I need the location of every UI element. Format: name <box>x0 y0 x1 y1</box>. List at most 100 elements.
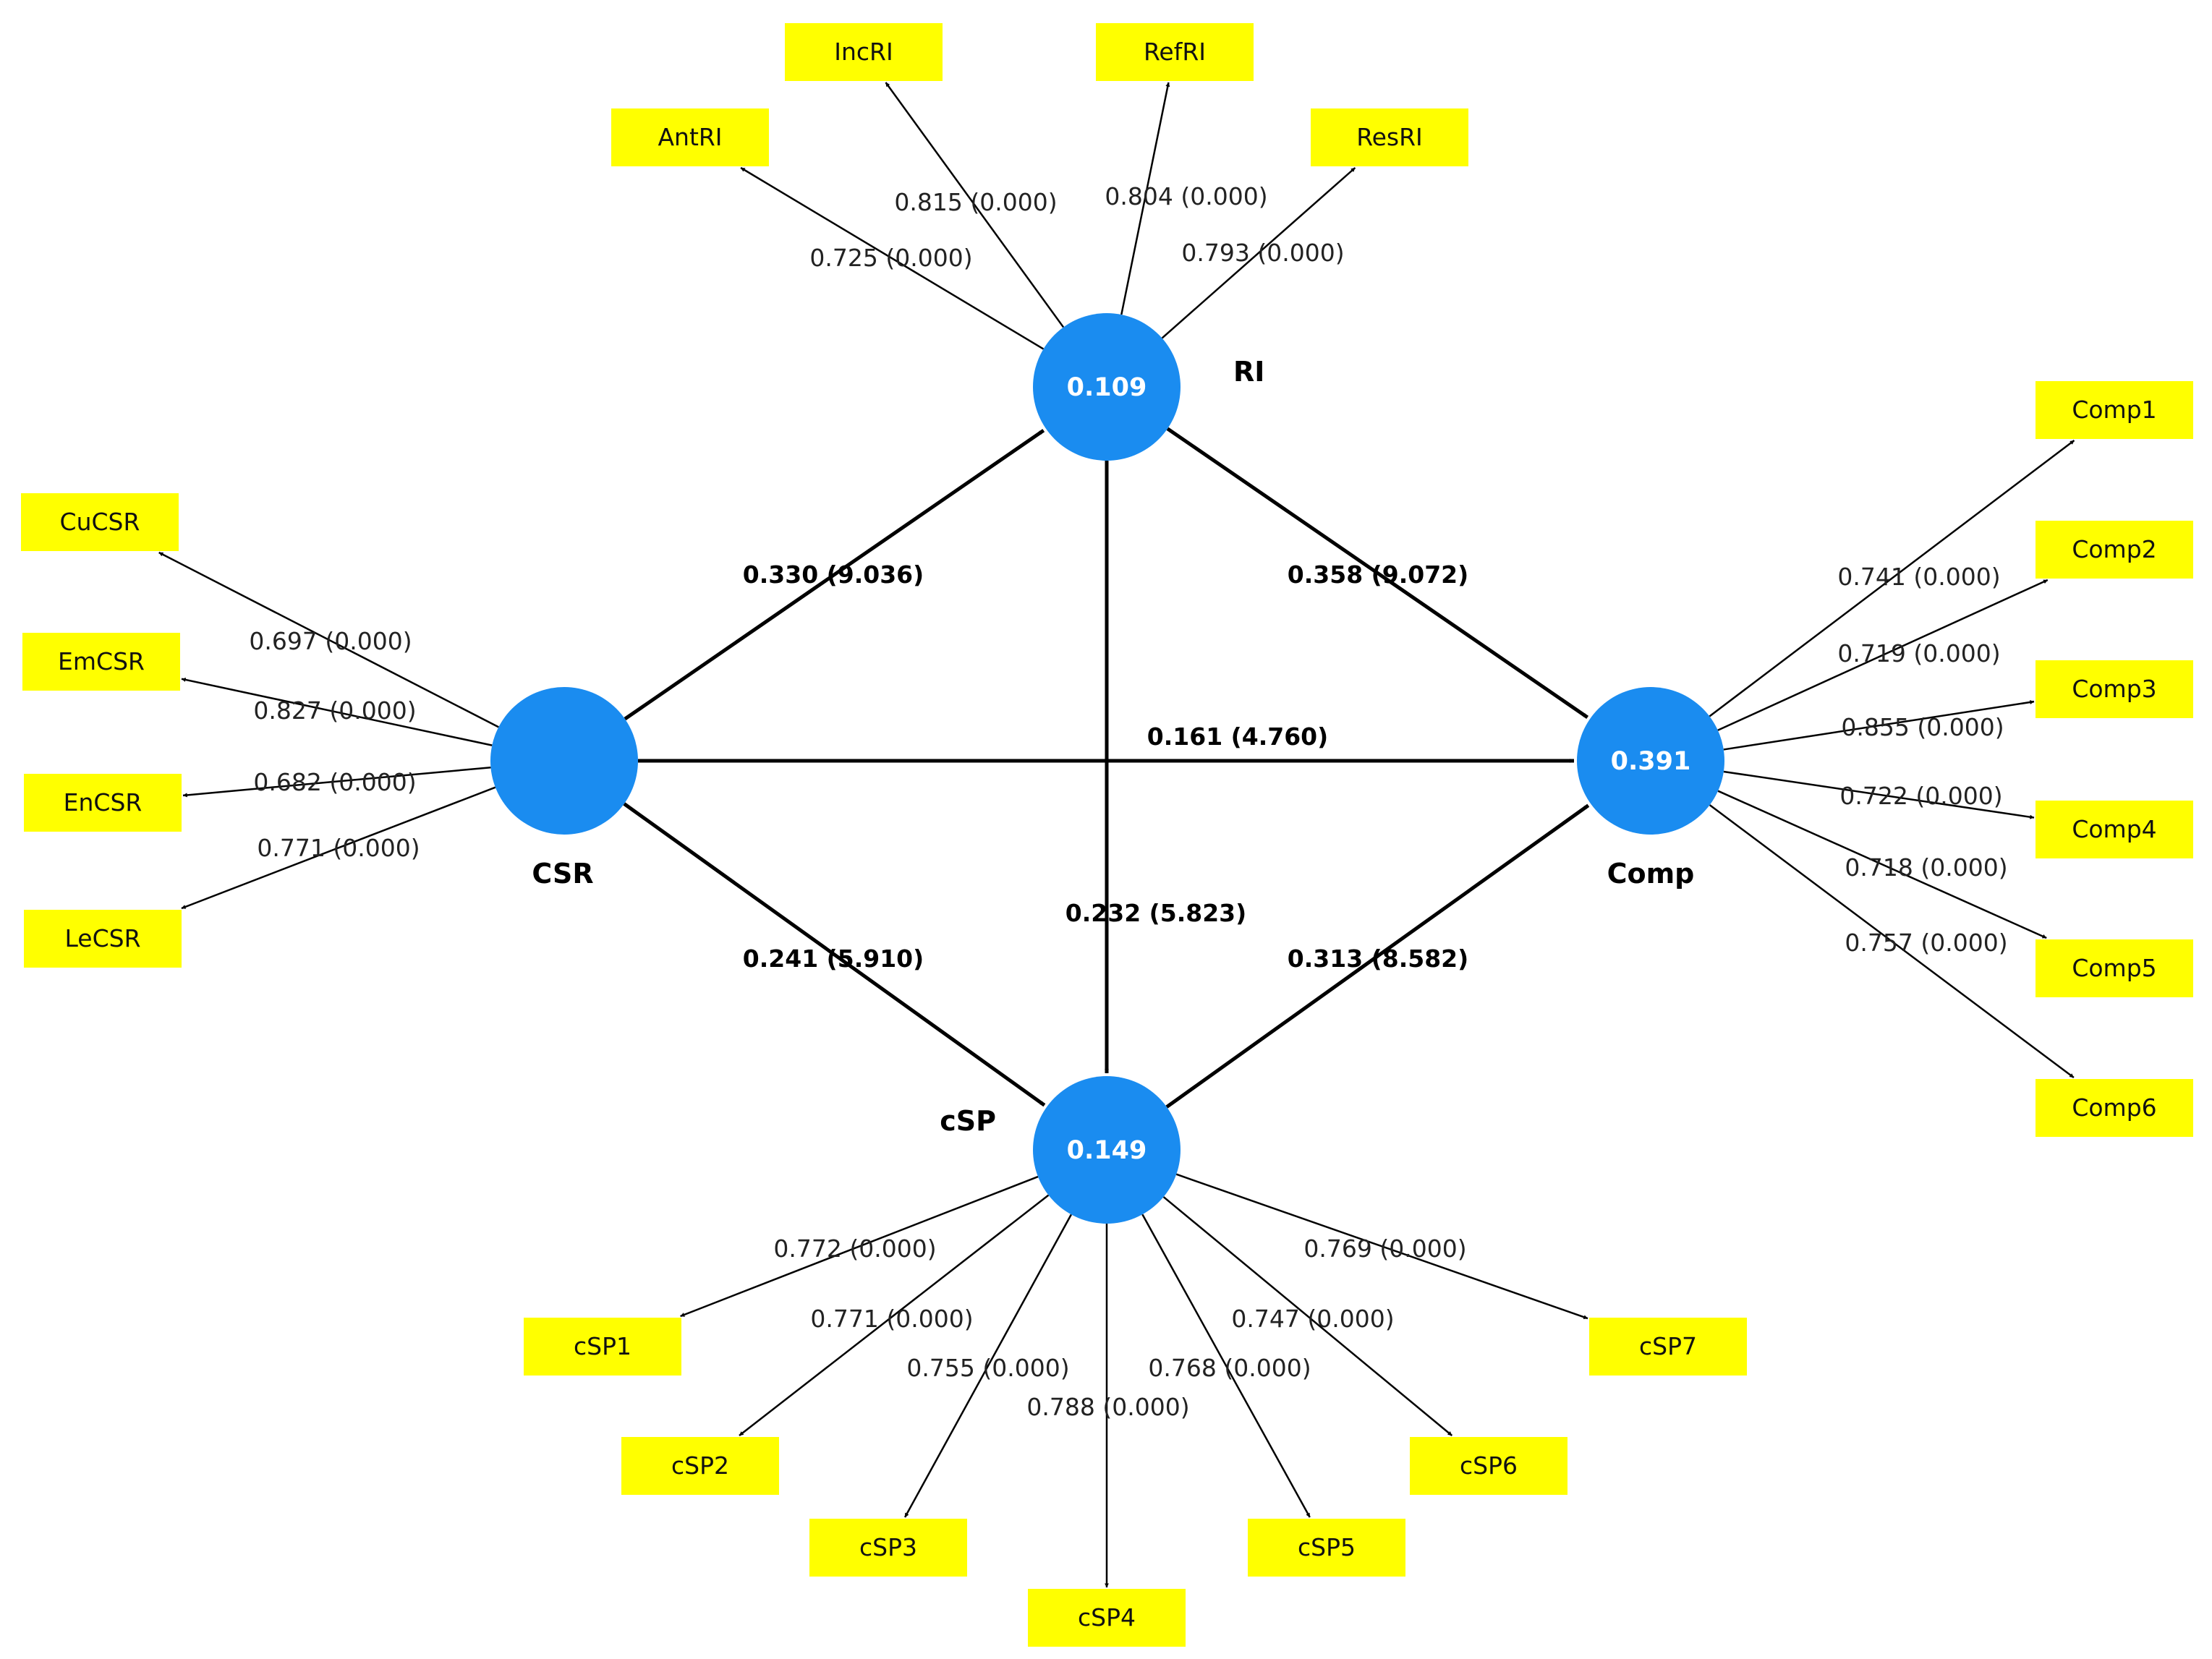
loading-arrow-cucsr <box>158 551 499 728</box>
loading-arrow-comp2 <box>1717 579 2049 731</box>
path-label-csr-csp: 0.241 (5.910) <box>743 944 924 973</box>
loading-arrow-encsr <box>182 766 491 798</box>
latent-r2-ri: 0.109 <box>1067 373 1147 402</box>
latent-node-ri[interactable] <box>1033 313 1181 461</box>
path-arrow-csp-comp <box>1165 803 1590 1109</box>
loading-label-csp3: 0.755 (0.000) <box>906 1354 1069 1382</box>
indicator-box-antri[interactable] <box>611 108 769 166</box>
indicator-label-csp2: cSP2 <box>671 1451 729 1480</box>
latent-node-csr[interactable] <box>490 687 638 835</box>
indicator-label-antri: AntRI <box>658 123 722 151</box>
loading-arrow-incri <box>885 82 1065 328</box>
latent-name-csr: CSR <box>532 858 593 890</box>
latent-r2-comp: 0.391 <box>1611 747 1691 776</box>
latent-node-csp[interactable] <box>1033 1076 1181 1224</box>
indicator-box-incri[interactable] <box>785 23 943 81</box>
loading-arrow-emcsr <box>181 678 493 746</box>
indicator-label-comp4: Comp4 <box>2072 815 2156 843</box>
path-label-ri-csp: 0.232 (5.823) <box>1065 899 1246 927</box>
indicator-box-resri[interactable] <box>1311 108 1468 166</box>
indicator-box-comp2[interactable] <box>2036 521 2193 579</box>
indicator-label-encsr: EnCSR <box>64 788 142 816</box>
loading-label-comp2: 0.719 (0.000) <box>1837 639 2000 668</box>
indicator-label-csp3: cSP3 <box>859 1533 917 1561</box>
loading-arrow-csp1 <box>680 1175 1039 1318</box>
indicator-label-comp5: Comp5 <box>2072 954 2156 982</box>
loading-arrow-lecsr <box>181 786 496 910</box>
indicator-label-cucsr: CuCSR <box>60 508 140 536</box>
latent-name-comp: Comp <box>1607 858 1695 890</box>
loading-arrow-csp7 <box>1175 1173 1588 1320</box>
loading-arrow-comp6 <box>1709 804 2075 1079</box>
indicator-box-csp4[interactable] <box>1028 1589 1186 1647</box>
loading-arrow-comp4 <box>1723 770 2035 819</box>
indicator-box-csp2[interactable] <box>621 1437 779 1495</box>
loading-label-comp6: 0.757 (0.000) <box>1845 929 2007 957</box>
loading-arrow-comp3 <box>1723 700 2035 751</box>
loading-arrow-comp1 <box>1709 440 2075 717</box>
path-arrow-ri-comp <box>1166 427 1589 720</box>
path-label-ri-comp: 0.358 (9.072) <box>1288 560 1468 589</box>
indicator-box-csp7[interactable] <box>1589 1318 1747 1376</box>
indicator-label-comp1: Comp1 <box>2072 396 2156 424</box>
indicator-box-csp5[interactable] <box>1248 1519 1405 1577</box>
loading-label-resri: 0.793 (0.000) <box>1181 239 1344 267</box>
loading-label-encsr: 0.682 (0.000) <box>253 768 416 796</box>
path-label-csp-comp: 0.313 (8.582) <box>1288 944 1468 973</box>
path-arrow-csr-ri <box>624 429 1045 721</box>
loading-arrow-comp5 <box>1717 790 2047 939</box>
loading-arrow-csp3 <box>903 1214 1073 1518</box>
indicator-box-comp6[interactable] <box>2036 1079 2193 1137</box>
loading-label-csp7: 0.769 (0.000) <box>1303 1234 1466 1263</box>
loading-label-emcsr: 0.827 (0.000) <box>253 696 416 725</box>
loading-arrow-csp5 <box>1141 1214 1311 1518</box>
loading-label-lecsr: 0.771 (0.000) <box>257 834 420 862</box>
path-label-csr-ri: 0.330 (9.036) <box>743 560 924 589</box>
loading-label-csp6: 0.747 (0.000) <box>1231 1305 1394 1333</box>
loading-label-csp4: 0.788 (0.000) <box>1026 1393 1189 1421</box>
loading-label-incri: 0.815 (0.000) <box>894 188 1057 216</box>
indicator-label-incri: IncRI <box>834 38 893 66</box>
indicator-label-csp7: cSP7 <box>1639 1332 1697 1360</box>
indicator-label-comp3: Comp3 <box>2072 675 2156 703</box>
indicator-label-csp4: cSP4 <box>1078 1603 1136 1632</box>
indicator-box-csp1[interactable] <box>524 1318 681 1376</box>
loading-label-csp2: 0.771 (0.000) <box>810 1305 973 1333</box>
latent-name-ri: RI <box>1233 356 1264 388</box>
indicator-box-lecsr[interactable] <box>24 910 182 968</box>
loading-label-cucsr: 0.697 (0.000) <box>249 627 412 655</box>
latent-node-comp[interactable] <box>1577 687 1724 835</box>
indicator-label-csp1: cSP1 <box>574 1332 631 1360</box>
loading-label-antri: 0.725 (0.000) <box>809 244 972 272</box>
indicator-box-refri[interactable] <box>1096 23 1254 81</box>
loading-arrow-csp6 <box>1162 1196 1453 1436</box>
loading-label-comp4: 0.722 (0.000) <box>1839 782 2002 810</box>
loading-label-csp5: 0.768 (0.000) <box>1148 1354 1311 1382</box>
indicator-box-comp5[interactable] <box>2036 939 2193 997</box>
loading-label-comp1: 0.741 (0.000) <box>1837 563 2000 591</box>
loading-arrow-csp2 <box>739 1194 1050 1436</box>
indicator-label-resri: ResRI <box>1356 123 1423 151</box>
indicator-box-cucsr[interactable] <box>21 493 179 551</box>
latent-name-csp: cSP <box>940 1105 996 1137</box>
indicator-label-comp6: Comp6 <box>2072 1093 2156 1122</box>
path-label-csr-comp: 0.161 (4.760) <box>1147 722 1328 751</box>
indicator-box-csp6[interactable] <box>1410 1437 1567 1495</box>
indicator-label-emcsr: EmCSR <box>58 647 145 675</box>
indicator-label-lecsr: LeCSR <box>64 924 140 952</box>
indicator-box-comp3[interactable] <box>2036 660 2193 718</box>
loading-arrow-resri <box>1161 167 1356 339</box>
indicator-box-comp1[interactable] <box>2036 381 2193 439</box>
indicator-box-encsr[interactable] <box>24 774 182 832</box>
indicator-box-emcsr[interactable] <box>22 633 180 691</box>
loading-arrow-refri <box>1120 82 1170 315</box>
indicator-box-csp3[interactable] <box>809 1519 967 1577</box>
indicator-label-comp2: Comp2 <box>2072 535 2156 563</box>
indicator-label-csp5: cSP5 <box>1298 1533 1356 1561</box>
latent-r2-csp: 0.149 <box>1067 1136 1147 1165</box>
loading-arrow-antri <box>740 166 1045 350</box>
loading-label-comp5: 0.718 (0.000) <box>1845 853 2007 882</box>
indicator-box-comp4[interactable] <box>2036 801 2193 858</box>
indicator-label-csp6: cSP6 <box>1460 1451 1518 1480</box>
